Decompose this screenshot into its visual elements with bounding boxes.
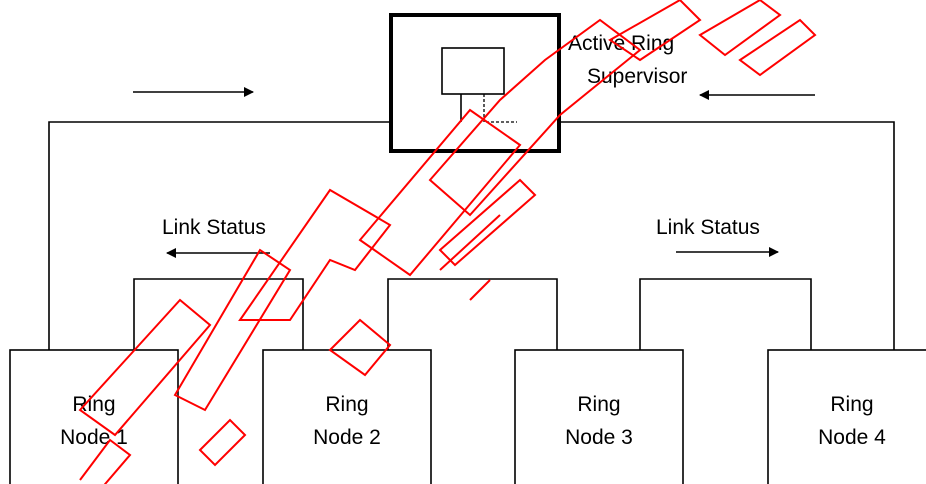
ring-node-2-line2: Node 2 xyxy=(313,426,381,449)
ring-node-3-line2: Node 3 xyxy=(565,426,633,449)
link-path-node1-node2 xyxy=(133,278,304,350)
link-path-node2-node3 xyxy=(387,278,558,350)
ring-node-4 xyxy=(767,349,926,484)
link-status-right-label: Link Status xyxy=(656,216,760,239)
ring-node-4-line2: Node 4 xyxy=(818,426,886,449)
ring-node-1 xyxy=(9,349,179,484)
ring-node-4-line1: Ring xyxy=(830,393,873,416)
watermark xyxy=(78,0,817,484)
supervisor-switch xyxy=(441,47,505,95)
ring-node-2 xyxy=(262,349,432,484)
ring-node-3-line1: Ring xyxy=(577,393,620,416)
supervisor-label-line2: Supervisor xyxy=(587,65,687,88)
ring-node-3 xyxy=(514,349,684,484)
ring-node-2-line1: Ring xyxy=(325,393,368,416)
supervisor-dashed-link xyxy=(483,94,517,123)
supervisor-label-line1: Active Ring xyxy=(568,32,674,55)
link-status-left-label: Link Status xyxy=(162,216,266,239)
ring-node-1-line1: Ring xyxy=(72,393,115,416)
link-path-node3-node4 xyxy=(639,278,812,350)
